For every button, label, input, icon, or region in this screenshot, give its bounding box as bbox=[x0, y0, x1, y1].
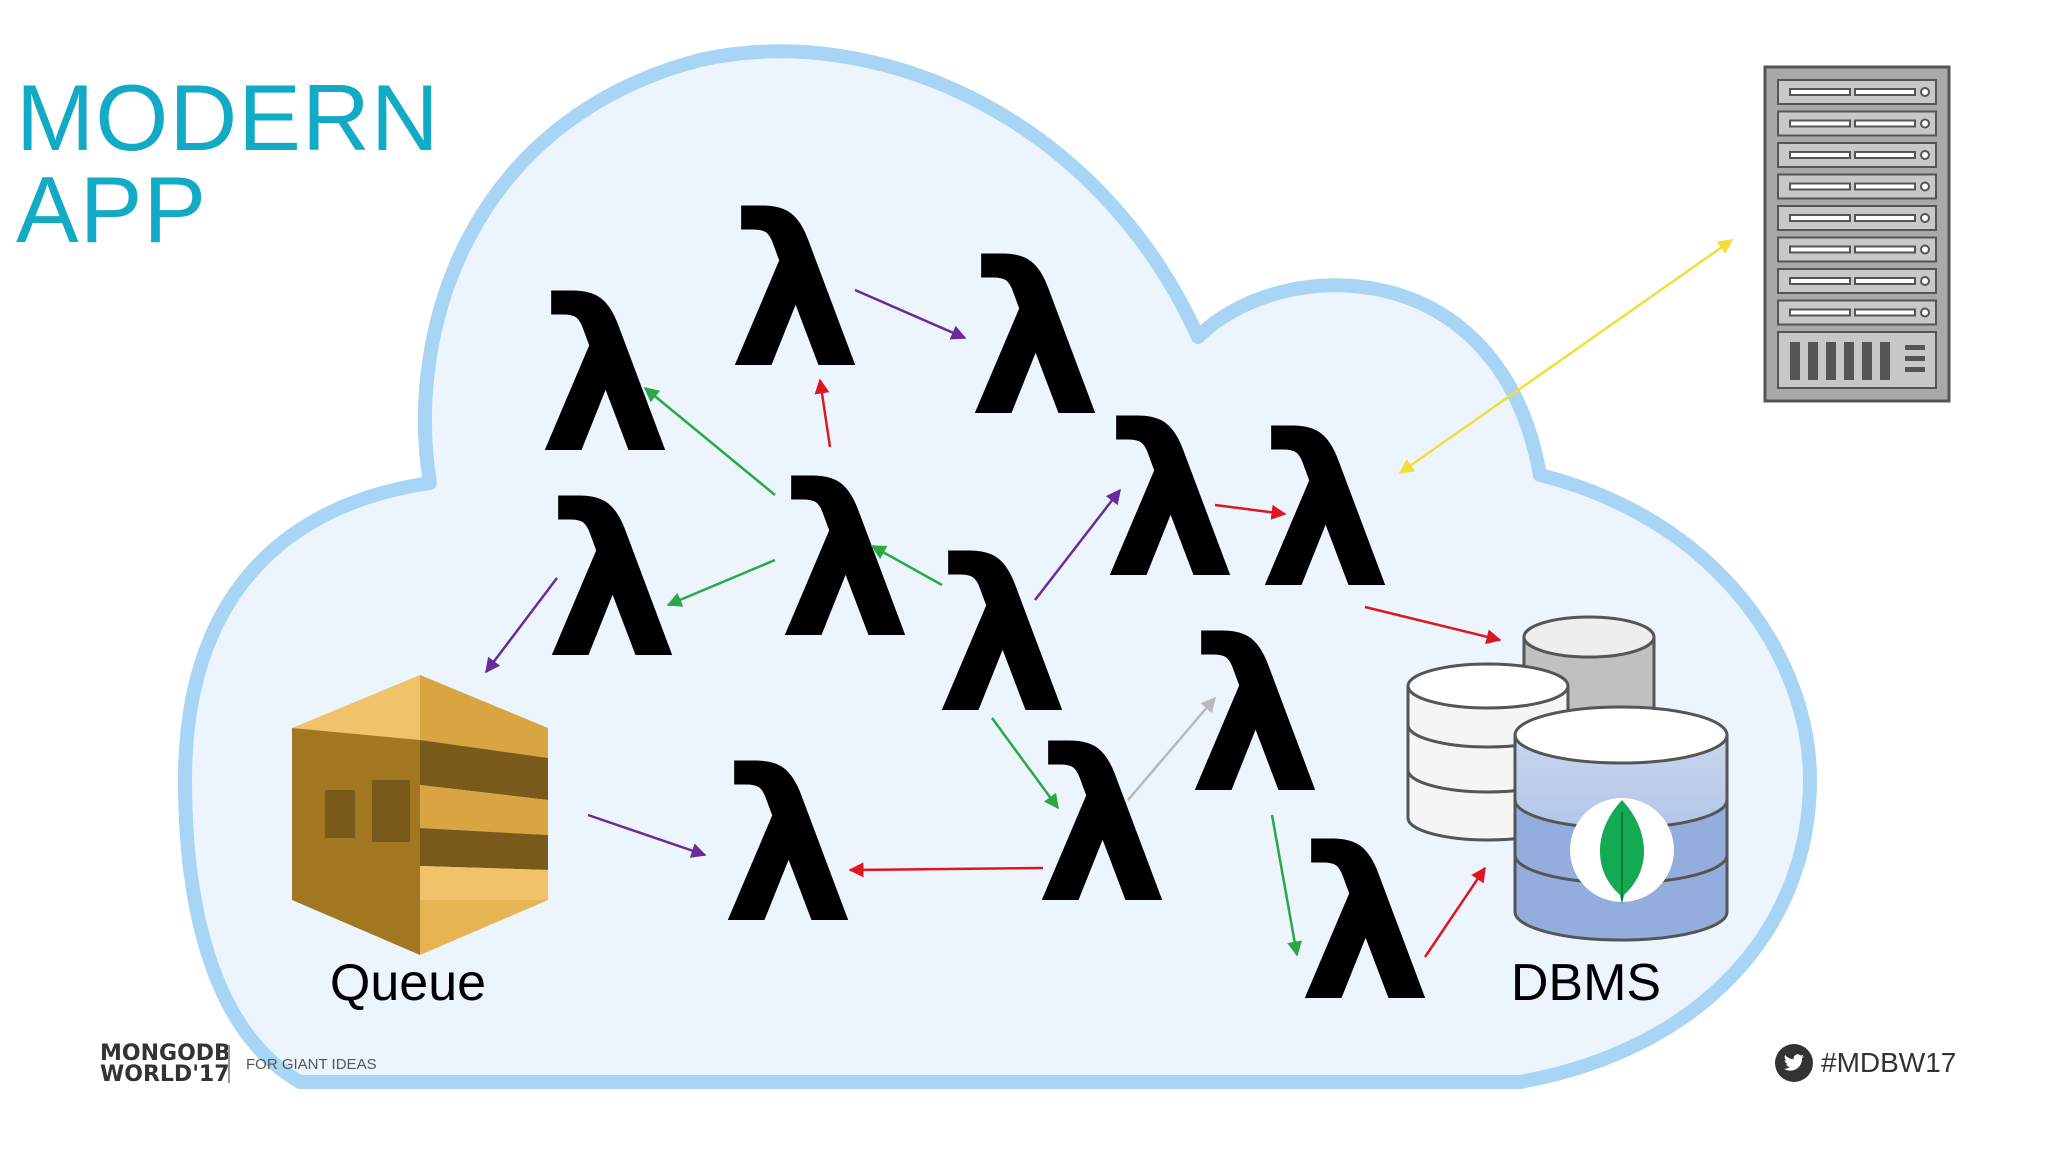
arrow bbox=[1034, 488, 1121, 601]
arrow bbox=[1364, 605, 1502, 645]
arrow bbox=[485, 577, 558, 674]
lambda-node: λ bbox=[936, 515, 1069, 760]
arrow bbox=[814, 378, 832, 448]
arrow bbox=[1398, 238, 1734, 475]
hashtag: #MDBW17 bbox=[1775, 1044, 1956, 1082]
logo-line-2: WORLD'17 bbox=[100, 1062, 230, 1087]
arrow bbox=[1214, 503, 1287, 520]
logo-divider bbox=[228, 1045, 230, 1083]
slide-title: MODERN APP bbox=[16, 65, 440, 262]
lambda-node: λ bbox=[969, 218, 1102, 463]
lambda-node: λ bbox=[729, 170, 862, 415]
arrow bbox=[1423, 866, 1487, 958]
connection-arrows bbox=[485, 238, 1734, 958]
lambda-node: λ bbox=[1104, 380, 1237, 625]
lambda-node: λ bbox=[1189, 595, 1322, 840]
server-rack-icon bbox=[1763, 65, 1951, 403]
tagline: FOR GIANT IDEAS bbox=[246, 1056, 377, 1073]
arrow bbox=[848, 862, 1044, 878]
queue-label: Queue bbox=[330, 954, 486, 1012]
arrow bbox=[870, 544, 943, 587]
arrow bbox=[1127, 696, 1216, 801]
lambda-node: λ bbox=[722, 725, 855, 970]
arrow bbox=[587, 813, 707, 858]
queue-icon bbox=[292, 675, 548, 955]
database-icon bbox=[1406, 615, 1729, 942]
hashtag-text: #MDBW17 bbox=[1821, 1047, 1957, 1078]
title-line-2: APP bbox=[16, 157, 208, 262]
lambda-node: λ bbox=[1299, 803, 1432, 1048]
title-line-1: MODERN bbox=[16, 65, 440, 170]
arrow bbox=[643, 387, 776, 496]
dbms-label: DBMS bbox=[1511, 954, 1661, 1012]
lambda-node: λ bbox=[546, 460, 679, 705]
arrow bbox=[1270, 814, 1303, 957]
mongodb-world-logo: MONGODB WORLD'17 bbox=[100, 1041, 231, 1087]
arrow bbox=[854, 288, 967, 340]
twitter-icon bbox=[1775, 1044, 1813, 1082]
logo-line-1: MONGODB bbox=[100, 1041, 231, 1066]
lambda-node: λ bbox=[539, 255, 672, 500]
arrow bbox=[990, 717, 1060, 810]
lambda-node: λ bbox=[1036, 705, 1169, 950]
lambda-node: λ bbox=[779, 440, 912, 685]
arrow bbox=[666, 558, 776, 607]
